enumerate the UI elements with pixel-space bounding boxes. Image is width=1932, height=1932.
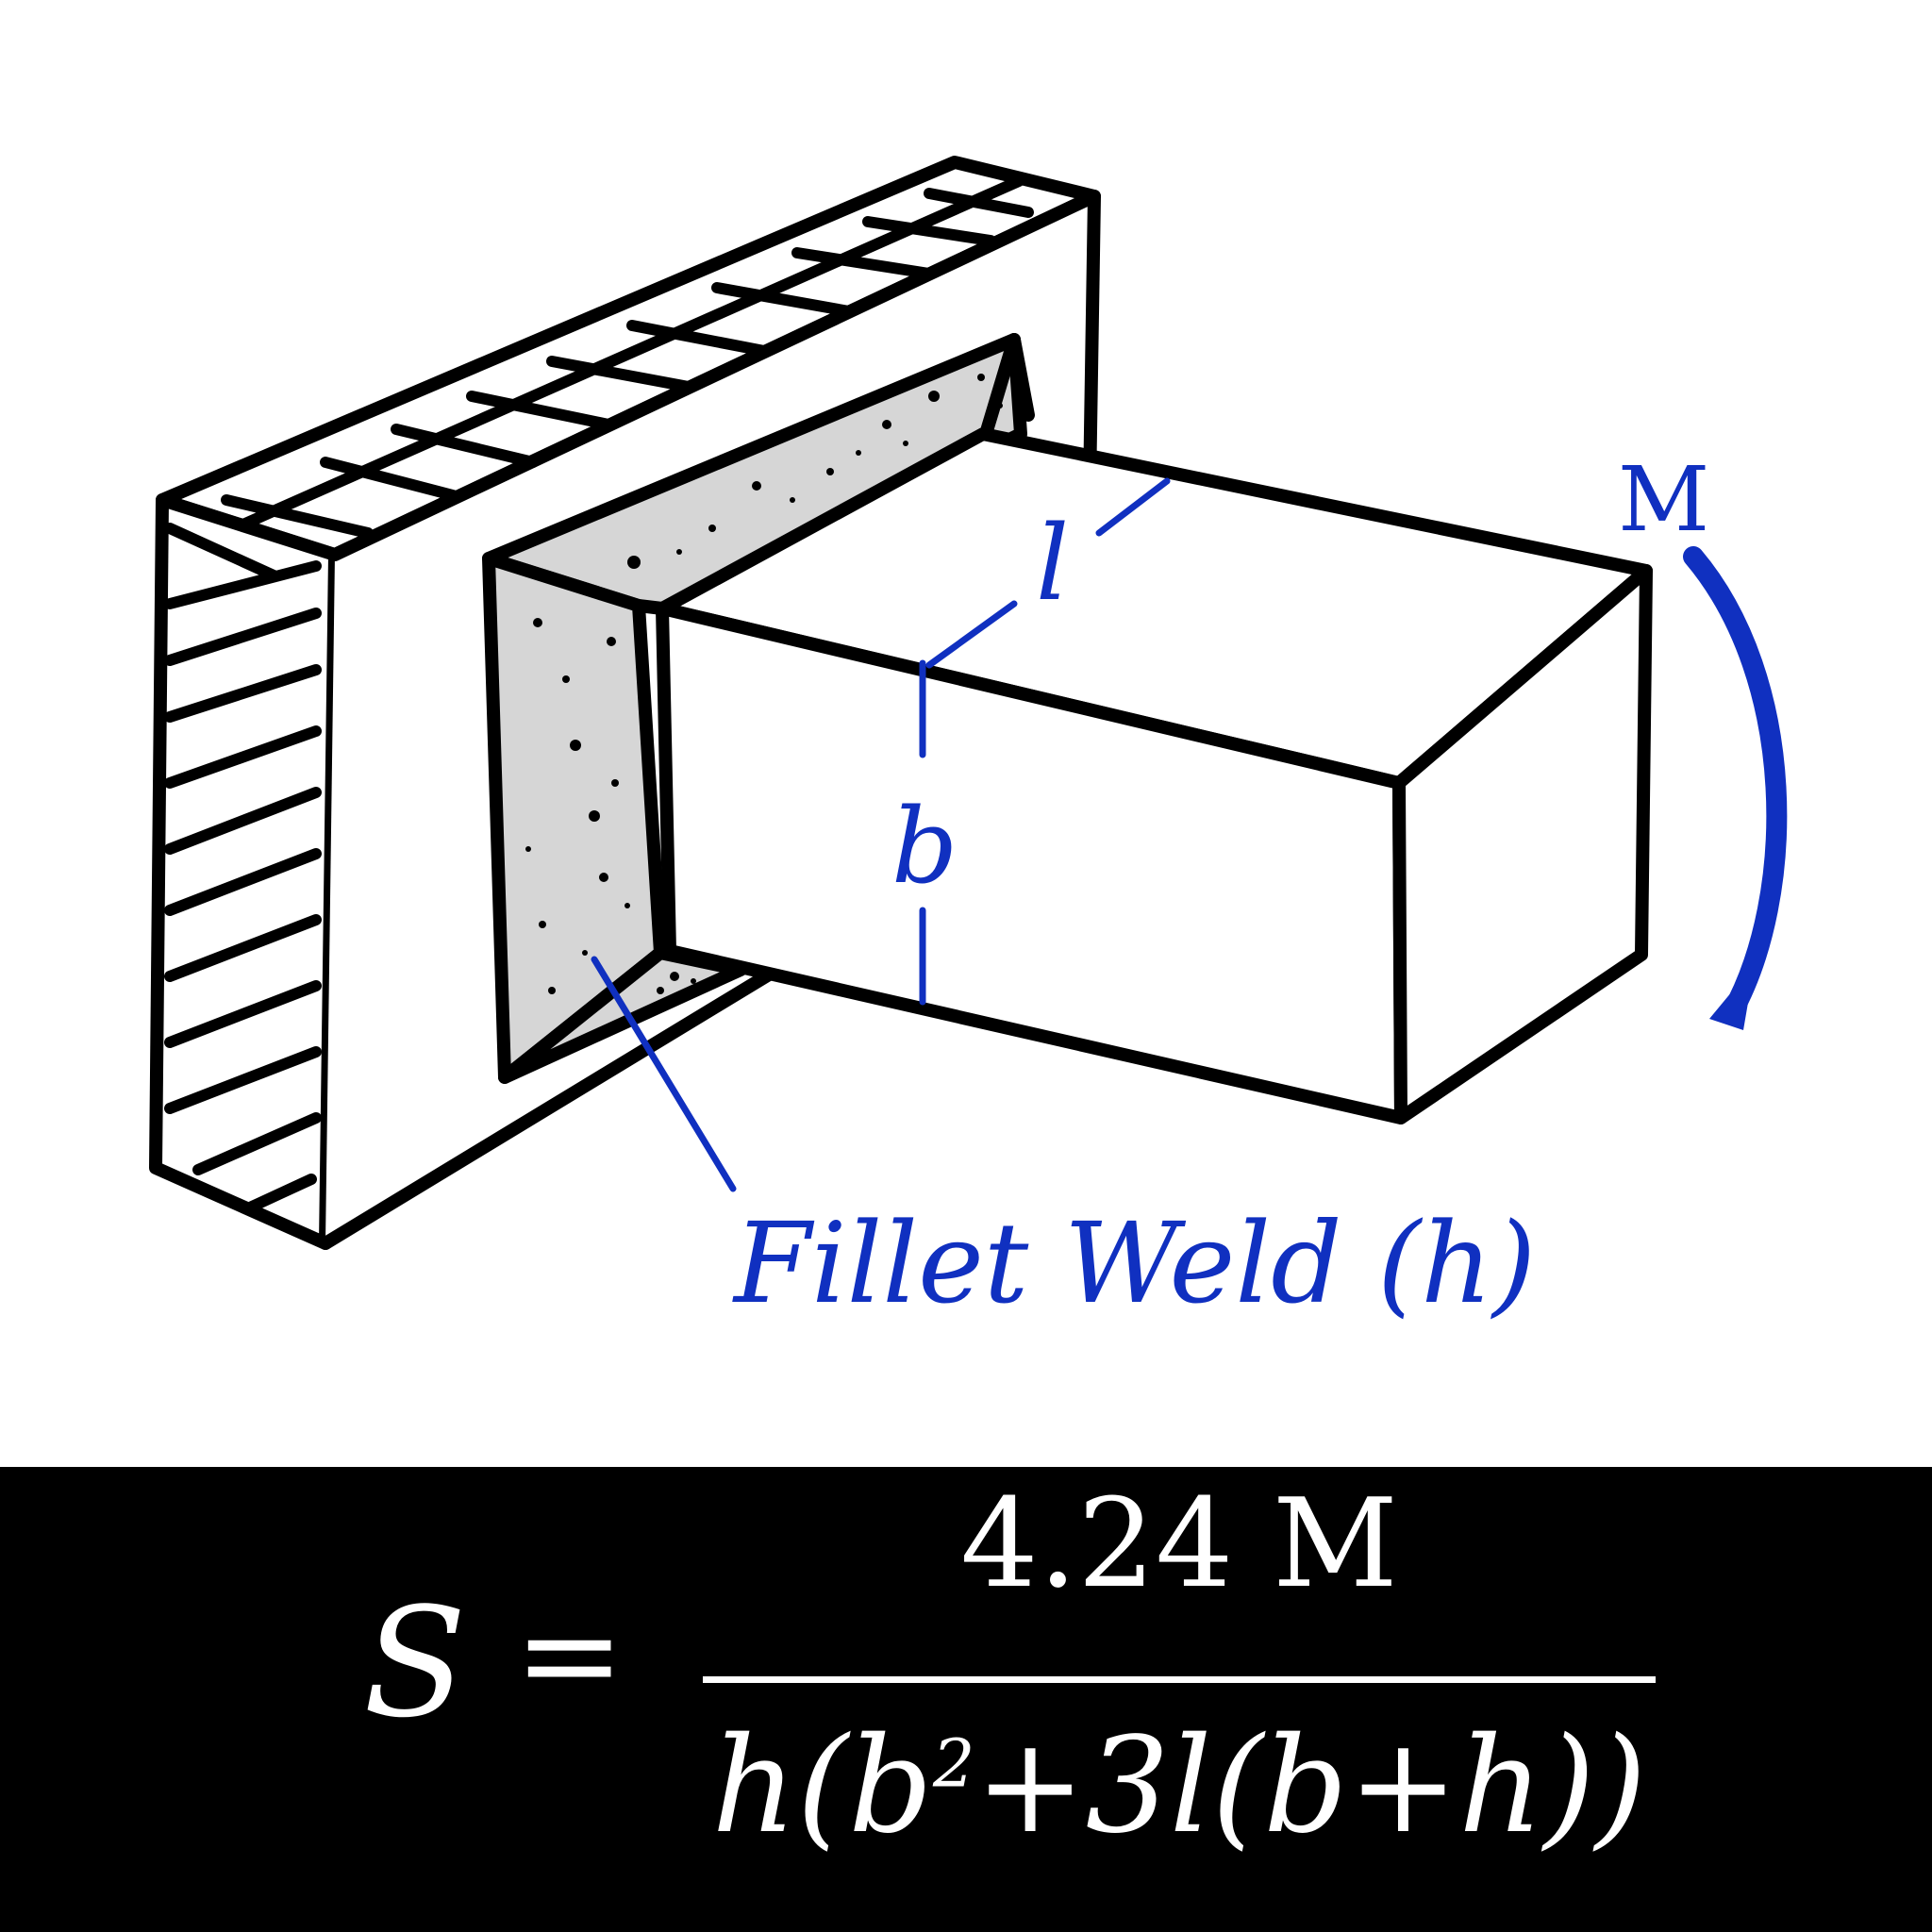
formula-lhs: S [363,1574,467,1751]
formula-denominator: h(b2+3l(b+h)) [703,1714,1656,1859]
moment-arrow [1683,546,1788,1030]
fillet-weld-label: Fillet Weld (h) [732,1198,1536,1328]
denominator-suffix: +3l(b+h)) [974,1709,1647,1863]
formula-panel: S = 4.24 M h(b2+3l(b+h)) [0,1467,1932,1932]
formula-equals: = [514,1578,625,1732]
moment-label: M [1618,448,1709,552]
fraction-bar [703,1676,1656,1683]
welded-beam-diagram: M l b Fillet Weld (h) [149,156,1788,1328]
length-label: l [1036,503,1069,624]
denominator-exponent: 2 [932,1724,975,1803]
denominator-prefix: h(b [711,1709,933,1863]
weld-stipple [525,374,1003,1036]
wall-hatching [164,175,1034,1213]
dimension-lines [591,477,1171,1192]
height-label: b [891,786,958,907]
beam [656,427,1653,1124]
formula-numerator: 4.24 M [960,1472,1398,1615]
fillet-weld [482,333,1035,1084]
